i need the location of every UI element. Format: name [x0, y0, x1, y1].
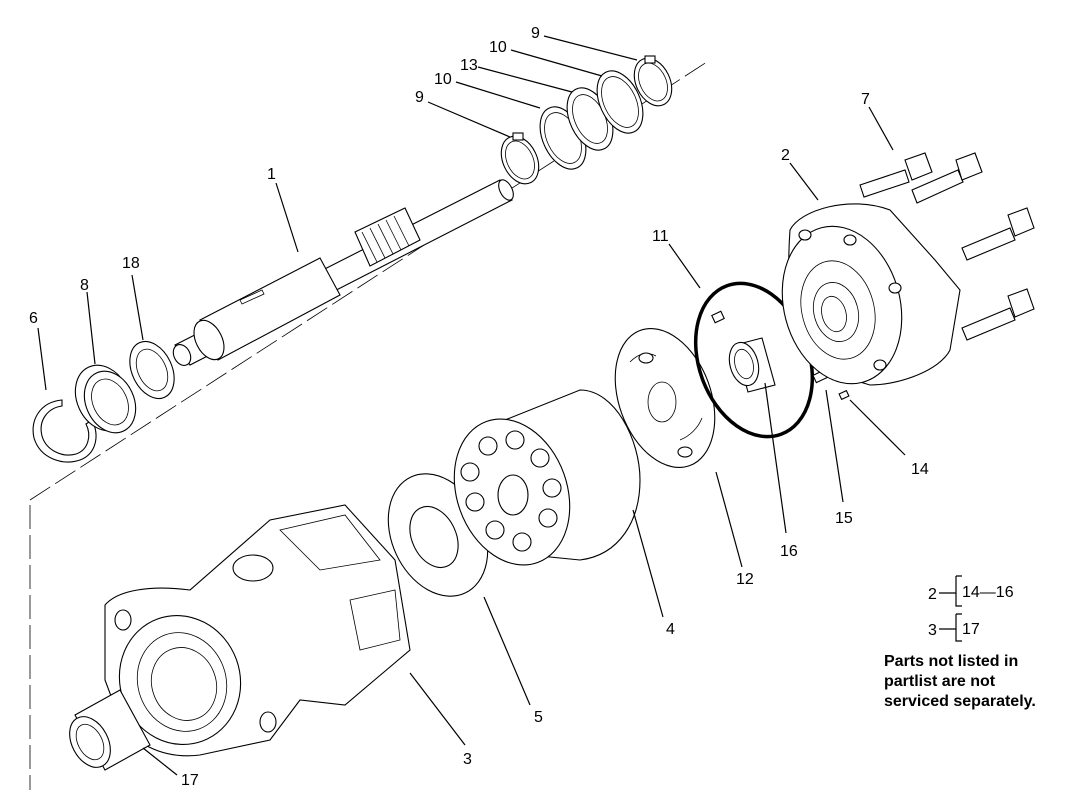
callout-12: 12 — [736, 571, 754, 588]
service-note-line-2: partlist are not — [884, 673, 996, 690]
part-8-bearing-race — [74, 364, 137, 434]
callout-9-upper: 9 — [531, 25, 540, 42]
part-18-shim — [129, 340, 175, 400]
service-note-line-1: Parts not listed in — [884, 653, 1019, 670]
callout-3: 3 — [463, 751, 472, 768]
part-7-bolt-2 — [911, 152, 983, 204]
callout-6: 6 — [29, 310, 38, 327]
part-6-snap-ring — [32, 399, 97, 463]
callout-11: 11 — [652, 228, 669, 245]
leader-lines — [37, 35, 906, 776]
callout-4: 4 — [666, 621, 675, 638]
kit-legend-parent-3: 3 — [928, 622, 937, 639]
callout-7: 7 — [861, 91, 870, 108]
part-12-port-plate — [614, 327, 716, 469]
callout-labels: 1 2 3 4 5 6 7 8 9 9 10 10 11 12 13 14 15… — [29, 25, 929, 789]
callout-16: 16 — [780, 543, 798, 560]
service-note: Parts not listed in partlist are not ser… — [884, 652, 1074, 712]
part-2-end-cover — [781, 203, 961, 386]
callout-5: 5 — [534, 709, 543, 726]
service-note-line-3: serviced separately. — [884, 693, 1036, 710]
callout-15: 15 — [835, 510, 853, 527]
callout-13: 13 — [460, 57, 478, 74]
callout-10-upper: 10 — [489, 39, 507, 56]
callout-17: 17 — [181, 772, 199, 789]
kit-legend: 2 14—16 3 17 — [928, 575, 1014, 642]
part-16-bearing — [728, 337, 776, 393]
part-14-pin — [838, 389, 850, 401]
part-7-bolt-3 — [961, 207, 1035, 261]
kit-legend-parent-2: 2 — [928, 586, 937, 603]
callout-18: 18 — [122, 255, 140, 272]
part-pin-upper — [711, 310, 725, 324]
part-1-shaft — [172, 179, 514, 367]
callout-8: 8 — [80, 277, 89, 294]
part-9-snap-ring-lower — [500, 132, 540, 185]
callout-2: 2 — [781, 147, 790, 164]
part-7-bolt-4 — [961, 288, 1035, 341]
callout-14: 14 — [911, 461, 929, 478]
part-9-snap-ring-upper — [633, 55, 673, 107]
part-7-bolt-1 — [859, 152, 933, 198]
callout-10-lower: 10 — [434, 71, 452, 88]
part-17-needle-bearing — [69, 689, 151, 771]
kit-legend-children-14-16: 14—16 — [962, 584, 1014, 601]
callout-1: 1 — [267, 166, 276, 183]
callout-9-lower: 9 — [415, 89, 424, 106]
kit-legend-children-17: 17 — [962, 621, 980, 638]
part-3-housing — [104, 504, 411, 757]
part-4-cylinder-block — [453, 389, 641, 566]
part-10-washer-upper — [596, 70, 644, 134]
